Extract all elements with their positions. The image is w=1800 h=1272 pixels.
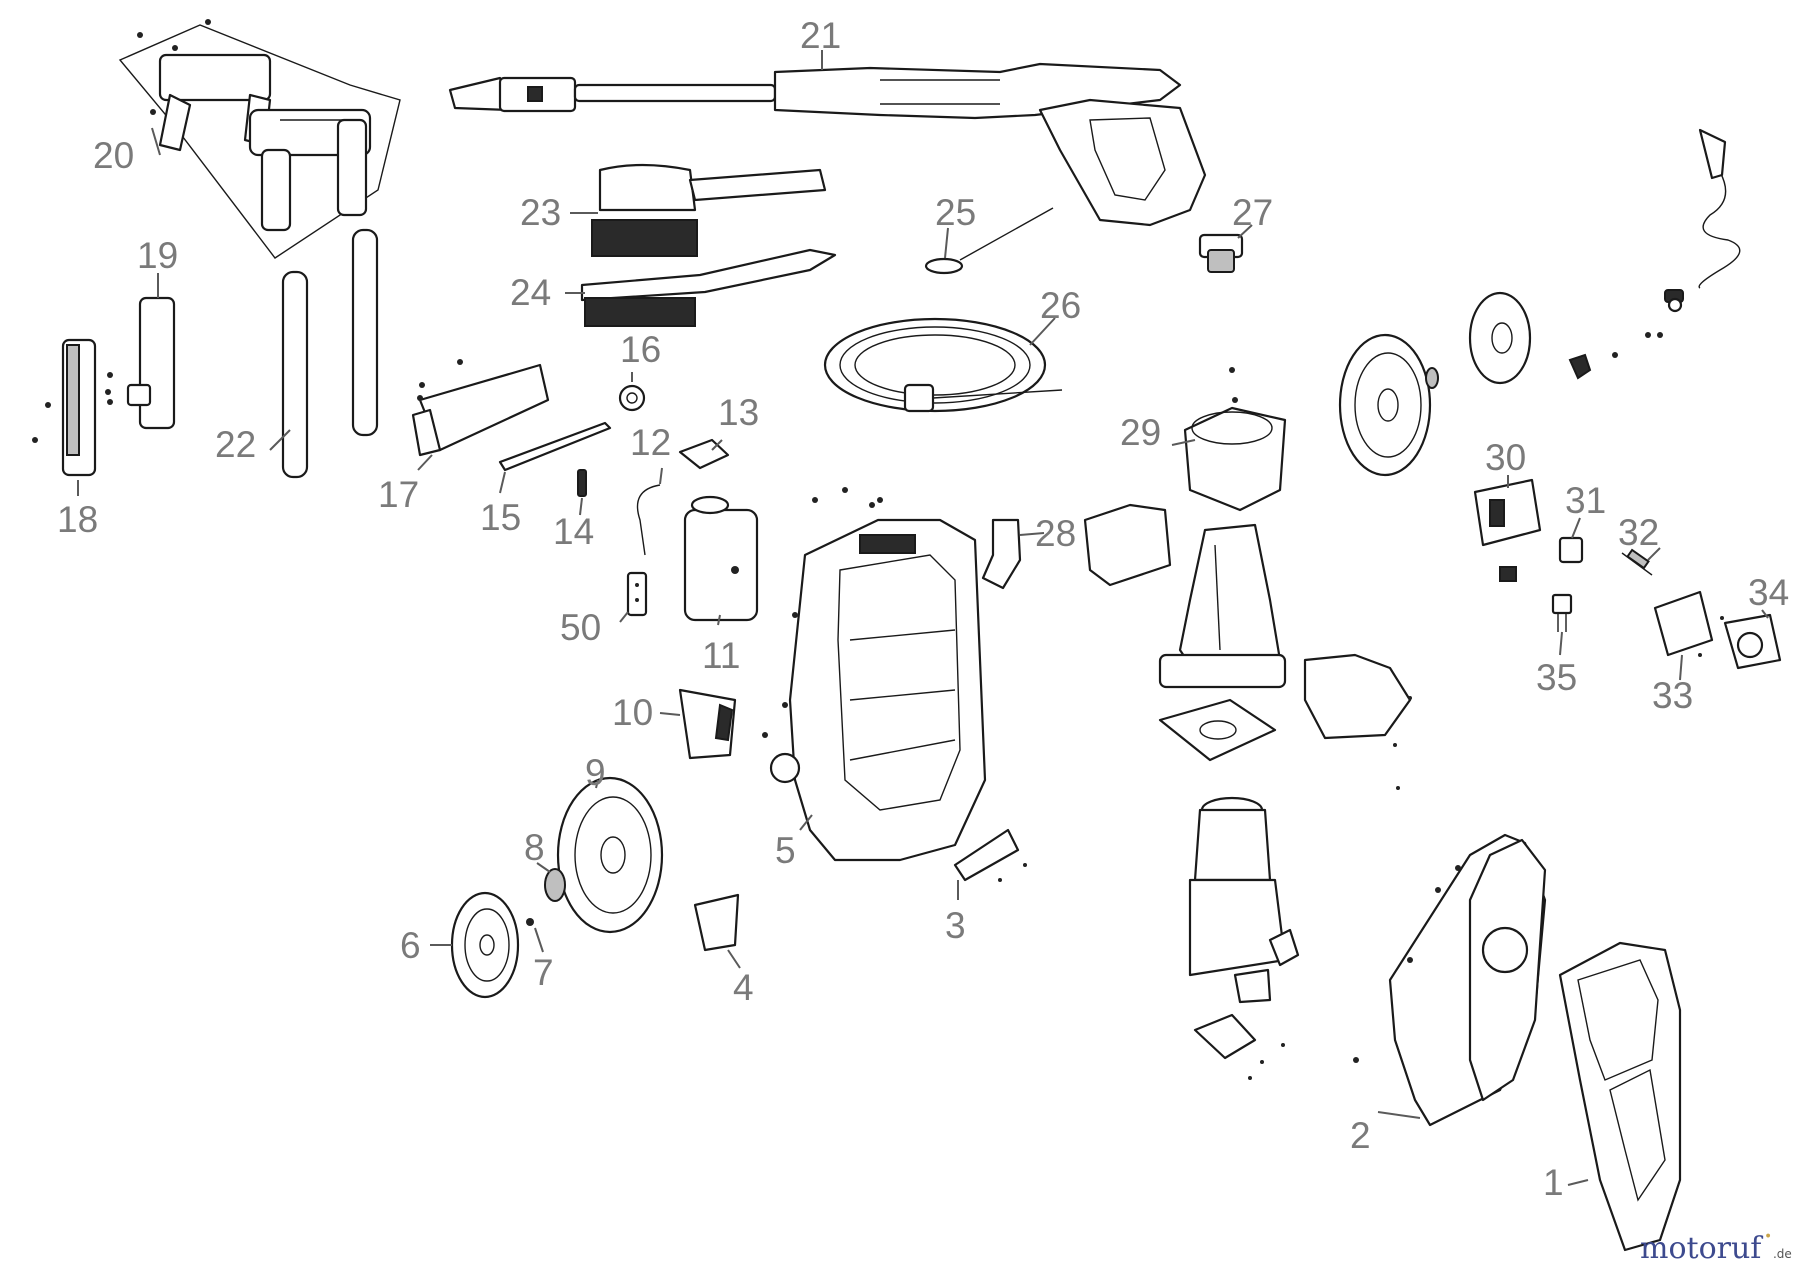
right-wheel xyxy=(1338,333,1432,477)
label-24: 24 xyxy=(510,272,551,313)
label-22: 22 xyxy=(215,424,256,465)
part-24-flat-brush xyxy=(580,248,837,327)
part-30-switch-box xyxy=(1473,478,1542,547)
small-terminal xyxy=(1499,566,1517,582)
part-9-wheel xyxy=(556,776,664,934)
part-4-cup xyxy=(693,893,740,952)
right-hubcap xyxy=(1468,291,1532,385)
label-50: 50 xyxy=(560,607,601,648)
label-25: 25 xyxy=(935,192,976,233)
part-3-bracket xyxy=(953,828,1027,882)
label-2: 2 xyxy=(1350,1115,1371,1156)
part-18-side-rail xyxy=(61,338,97,477)
part-1-front-panel xyxy=(1558,941,1682,1252)
label-6: 6 xyxy=(400,925,421,966)
part-25-oring-pin xyxy=(924,207,1054,275)
label-29: 29 xyxy=(1120,412,1161,453)
label-10: 10 xyxy=(612,692,653,733)
label-21: 21 xyxy=(800,15,841,56)
label-3: 3 xyxy=(945,905,966,946)
label-27: 27 xyxy=(1232,192,1273,233)
motor-mount-plate xyxy=(1158,698,1277,762)
part-34-pressure-knob xyxy=(1723,613,1782,670)
part-21-spray-gun xyxy=(448,62,1207,227)
label-17: 17 xyxy=(378,474,419,515)
pump-clip-plate xyxy=(1193,1013,1257,1060)
label-34: 34 xyxy=(1748,572,1789,613)
label-14: 14 xyxy=(553,511,594,552)
part-2-front-housing xyxy=(1353,833,1547,1127)
label-1: 1 xyxy=(1543,1162,1564,1203)
part-14-spring xyxy=(577,469,587,497)
label-32: 32 xyxy=(1618,512,1659,553)
part-15-strip xyxy=(498,421,612,472)
part-10-holder xyxy=(678,688,737,760)
part-31-switch xyxy=(1558,536,1584,564)
part-23-round-brush xyxy=(591,163,827,257)
label-31: 31 xyxy=(1565,480,1606,521)
pump-assembly xyxy=(1188,796,1300,1004)
cord-clamp xyxy=(1568,353,1592,380)
label-20: 20 xyxy=(93,135,134,176)
part-13-cap xyxy=(678,438,730,470)
label-5: 5 xyxy=(775,830,796,871)
label-11: 11 xyxy=(702,635,740,676)
label-12: 12 xyxy=(630,422,671,463)
label-33: 33 xyxy=(1652,675,1693,716)
part-22-tubes xyxy=(281,228,379,479)
label-18: 18 xyxy=(57,499,98,540)
label-19: 19 xyxy=(137,235,178,276)
motor-body xyxy=(1158,523,1287,689)
power-cord xyxy=(1664,128,1741,313)
watermark-logo: motoruf·.de xyxy=(1640,1219,1792,1266)
label-7: 7 xyxy=(533,952,554,993)
part-32-pin xyxy=(1621,548,1653,576)
label-13: 13 xyxy=(718,392,759,433)
label-23: 23 xyxy=(520,192,561,233)
part-27-coupling xyxy=(1198,233,1244,273)
label-16: 16 xyxy=(620,329,661,370)
part-29-motor-cover xyxy=(1183,406,1287,512)
part-7-screw xyxy=(526,918,534,926)
label-9: 9 xyxy=(585,752,606,793)
part-35-capacitor xyxy=(1551,593,1573,632)
label-8: 8 xyxy=(524,827,545,868)
part-26-hose xyxy=(823,317,1063,413)
part-8-spacer xyxy=(544,868,566,902)
part-11-detergent-tank xyxy=(683,495,759,622)
right-washer xyxy=(1425,367,1439,389)
part-16-nozzle-tip xyxy=(618,384,646,412)
part-50-clip xyxy=(626,571,648,617)
part-20-handle-assembly xyxy=(118,19,401,259)
label-15: 15 xyxy=(480,497,521,538)
part-28-bracket xyxy=(981,518,1022,590)
part-6-hubcap xyxy=(450,891,520,999)
label-28: 28 xyxy=(1035,513,1076,554)
label-26: 26 xyxy=(1040,285,1081,326)
part-5-main-frame xyxy=(762,487,987,862)
motor-left-bracket xyxy=(1083,503,1172,587)
label-30: 30 xyxy=(1485,437,1526,478)
part-19-side-rail xyxy=(126,296,176,430)
label-35: 35 xyxy=(1536,657,1577,698)
label-4: 4 xyxy=(733,967,754,1008)
part-33-control-board xyxy=(1653,590,1714,657)
part-12-tube xyxy=(636,484,661,556)
right-shroud xyxy=(1303,653,1412,740)
part-17-bracket xyxy=(411,359,550,457)
